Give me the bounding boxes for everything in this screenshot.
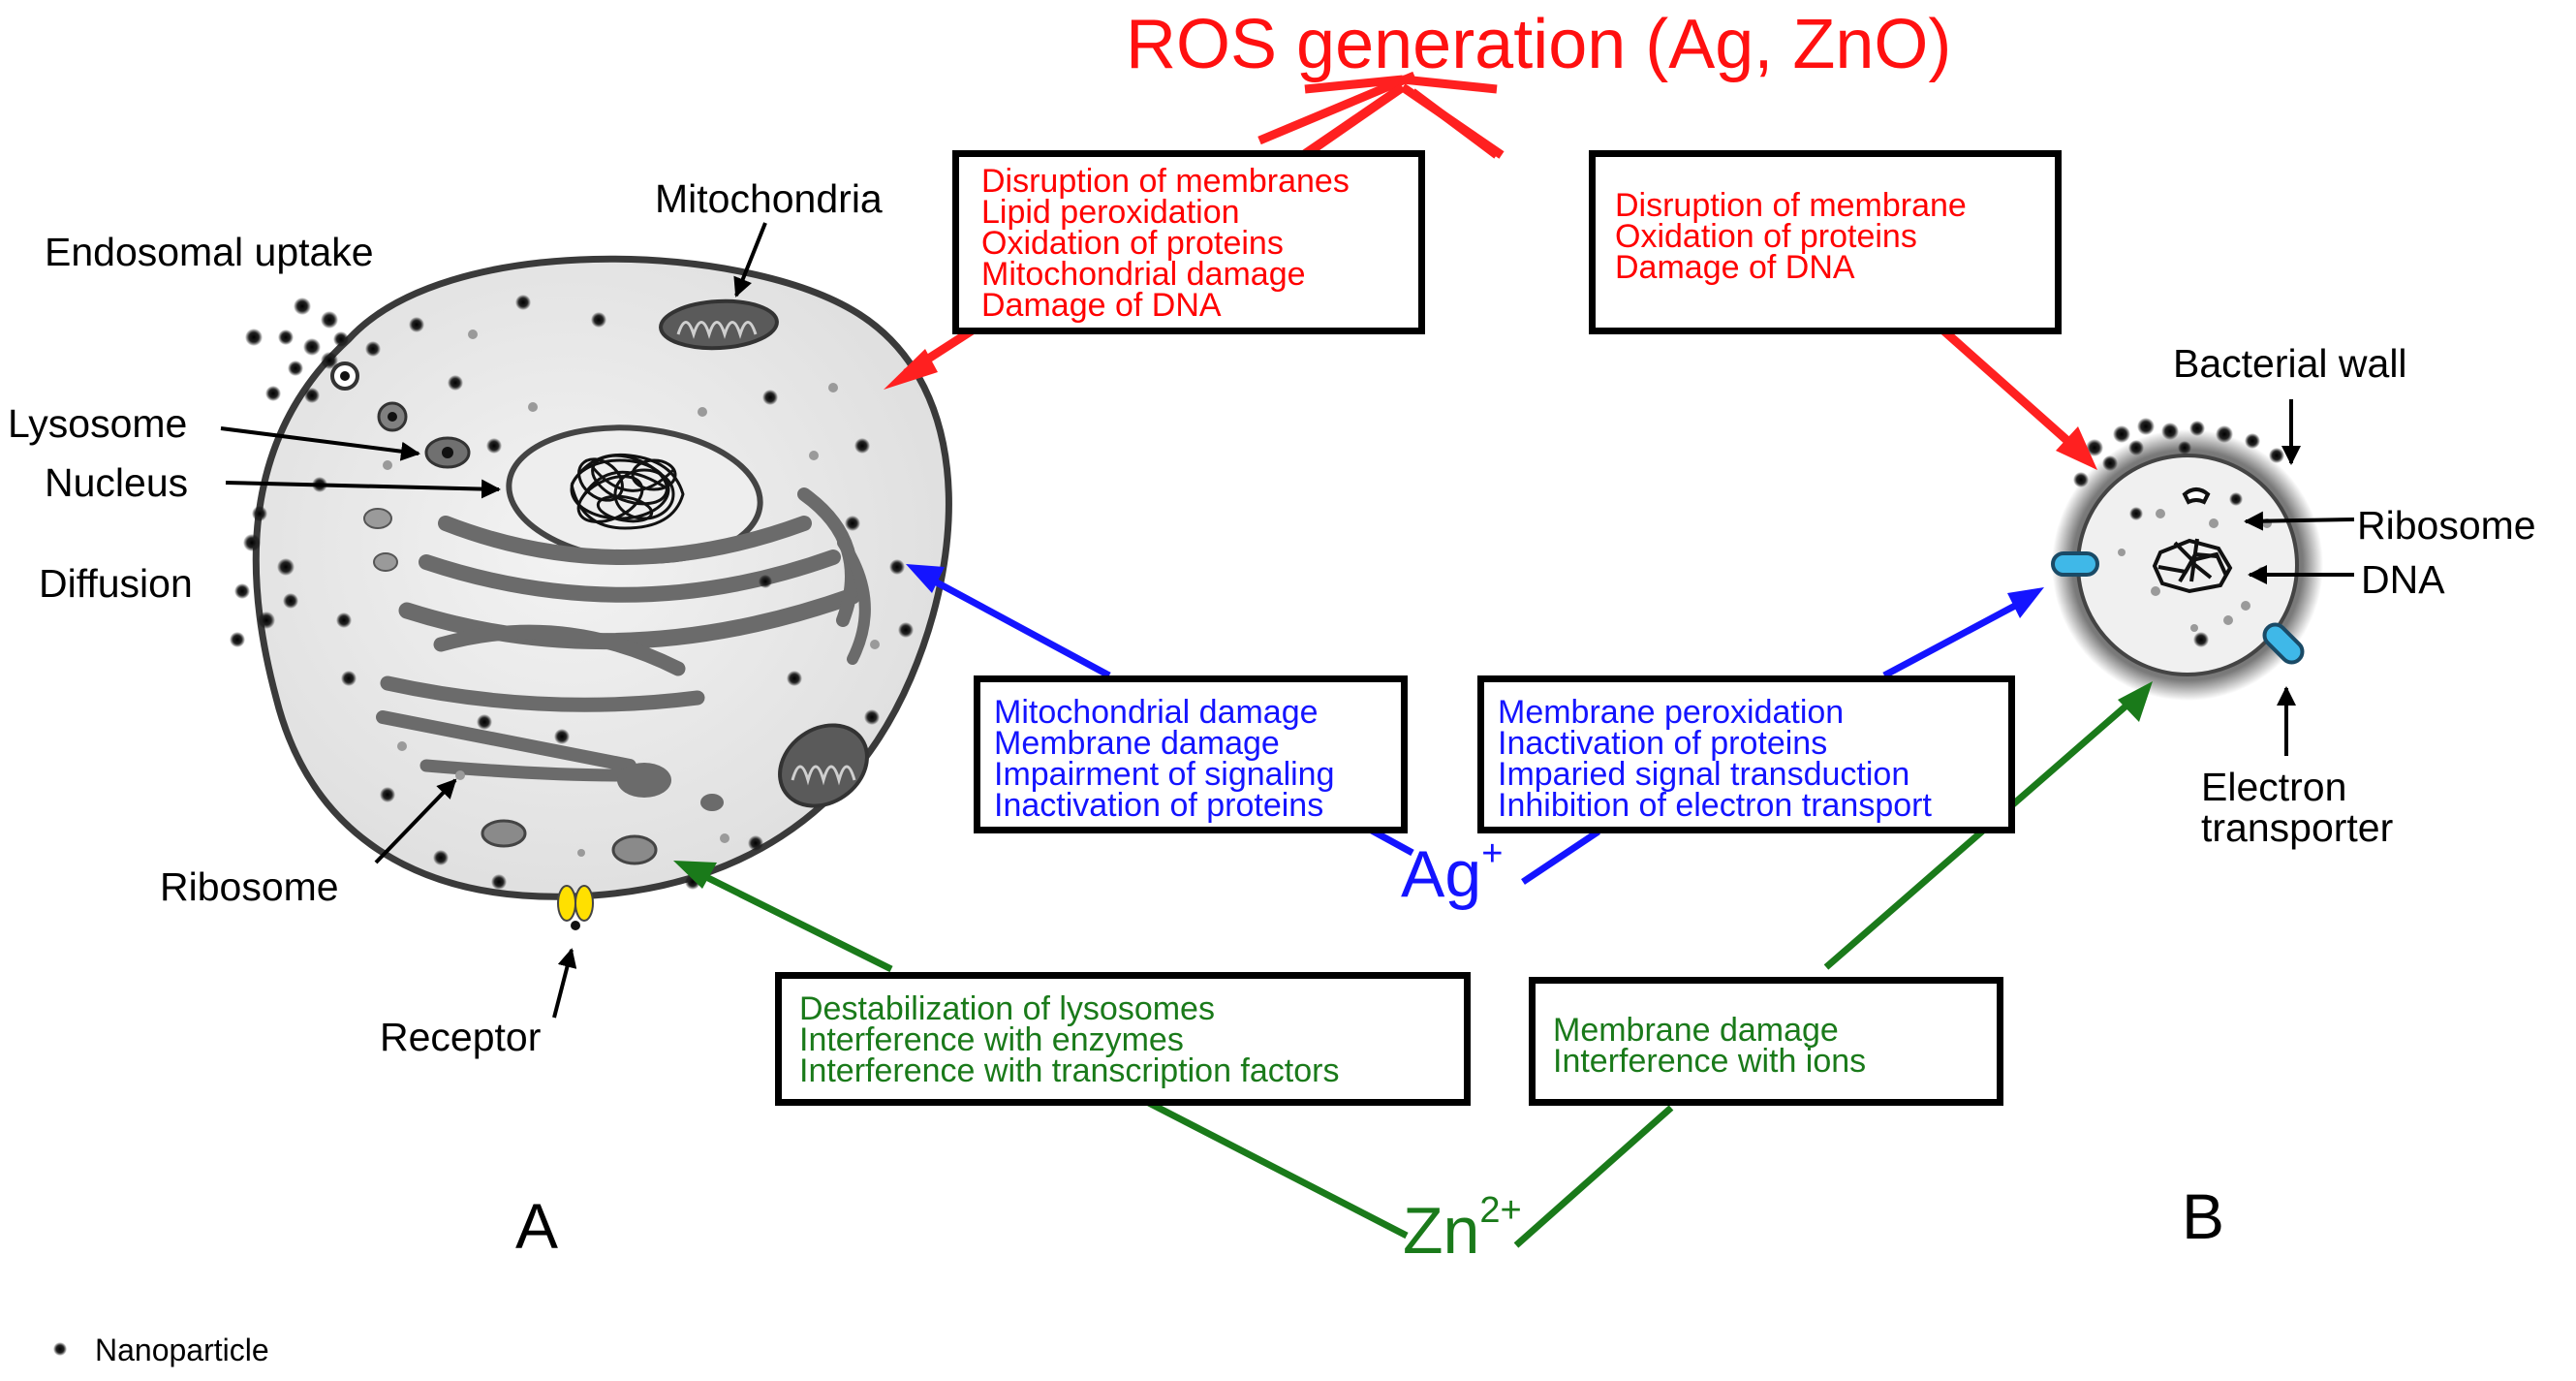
electron-transporter [2262, 622, 2305, 665]
nanoparticle-legend-dot [53, 1342, 67, 1356]
panel-label-b: B [2182, 1180, 2225, 1252]
mitochondrion [778, 723, 869, 808]
box-line: Destabilization of lysosomes [799, 990, 1215, 1027]
label-ribosome-bacteria: Ribosome [2357, 503, 2536, 548]
ag-arrows [933, 578, 2017, 885]
box-line: Damage of DNA [1615, 249, 1855, 286]
box-line: Oxidation of proteins [1615, 218, 1917, 255]
box-line: Damage of DNA [981, 287, 1222, 324]
box-line: Mitochondrial damage [981, 256, 1306, 293]
nanoparticles-bacteria [2073, 418, 2284, 647]
box-line: Membrane damage [1553, 1012, 1839, 1049]
label-pointers [220, 222, 2355, 1019]
label-lysosome: Lysosome [8, 401, 188, 446]
legend-nanoparticle: Nanoparticle [95, 1333, 269, 1367]
box-ag-bacteria-effects: Membrane peroxidation Inactivation of pr… [1477, 675, 2015, 833]
label-mitochondria: Mitochondria [655, 176, 883, 221]
box-ros-cell-effects: Disruption of membranes Lipid peroxidati… [952, 150, 1425, 334]
panel-label-a: A [515, 1190, 559, 1262]
label-dna: DNA [2361, 557, 2445, 602]
box-line: Disruption of membranes [981, 163, 1350, 200]
box-zn-bacteria-effects: Membrane damage Interference with ions [1529, 977, 2003, 1106]
bacterial-dna [2152, 538, 2233, 594]
label-nucleus: Nucleus [45, 460, 189, 505]
electron-transporter [2051, 551, 2099, 577]
label-bacterial-wall: Bacterial wall [2173, 341, 2407, 386]
endoplasmic-reticulum [376, 487, 871, 782]
ros-title: ROS generation (Ag, ZnO) [1126, 6, 1952, 83]
eukaryotic-cell [230, 255, 952, 930]
chromatin [570, 453, 685, 530]
ag-ion-base: Ag [1401, 837, 1482, 911]
box-line: Interference with transcription factors [799, 1052, 1340, 1089]
label-transporter: transporter [2201, 805, 2394, 850]
box-line: Oxidation of proteins [981, 225, 1284, 262]
box-line: Inhibition of electron transport [1498, 787, 1932, 824]
label-receptor: Receptor [380, 1015, 542, 1059]
receptor [557, 885, 594, 930]
nanoparticles-cell [230, 295, 914, 890]
label-electron: Electron [2201, 765, 2347, 809]
box-line: Membrane damage [994, 725, 1280, 762]
label-diffusion: Diffusion [39, 561, 193, 606]
box-line: Membrane peroxidation [1498, 694, 1845, 731]
box-line: Lipid peroxidation [981, 194, 1240, 231]
box-ag-cell-effects: Mitochondrial damage Membrane damage Imp… [974, 675, 1408, 833]
box-line: Inactivation of proteins [1498, 725, 1828, 762]
zn-arrows [700, 703, 2129, 1248]
ag-ion-label: Ag+ [1401, 833, 1503, 912]
box-ros-bacteria-effects: Disruption of membrane Oxidation of prot… [1589, 150, 2062, 334]
box-line: Mitochondrial damage [994, 694, 1319, 731]
ag-ion-charge: + [1481, 833, 1504, 874]
box-line: Inactivation of proteins [994, 787, 1324, 824]
box-line: Disruption of membrane [1615, 187, 1967, 224]
ros-arrows [1257, 71, 1500, 159]
mitochondrion [659, 298, 779, 351]
zn-ion-label: Zn2+ [1403, 1190, 1522, 1269]
zn-ion-base: Zn [1403, 1194, 1480, 1268]
box-line: Imparied signal transduction [1498, 756, 1910, 793]
label-endosomal-uptake: Endosomal uptake [45, 230, 374, 274]
box-zn-cell-effects: Destabilization of lysosomes Interferenc… [775, 972, 1471, 1106]
zn-ion-charge: 2+ [1479, 1190, 1522, 1231]
box-line: Interference with enzymes [799, 1021, 1184, 1058]
box-line: Impairment of signaling [994, 756, 1335, 793]
box-line: Interference with ions [1553, 1043, 1867, 1080]
label-ribosome-cell: Ribosome [160, 864, 339, 909]
